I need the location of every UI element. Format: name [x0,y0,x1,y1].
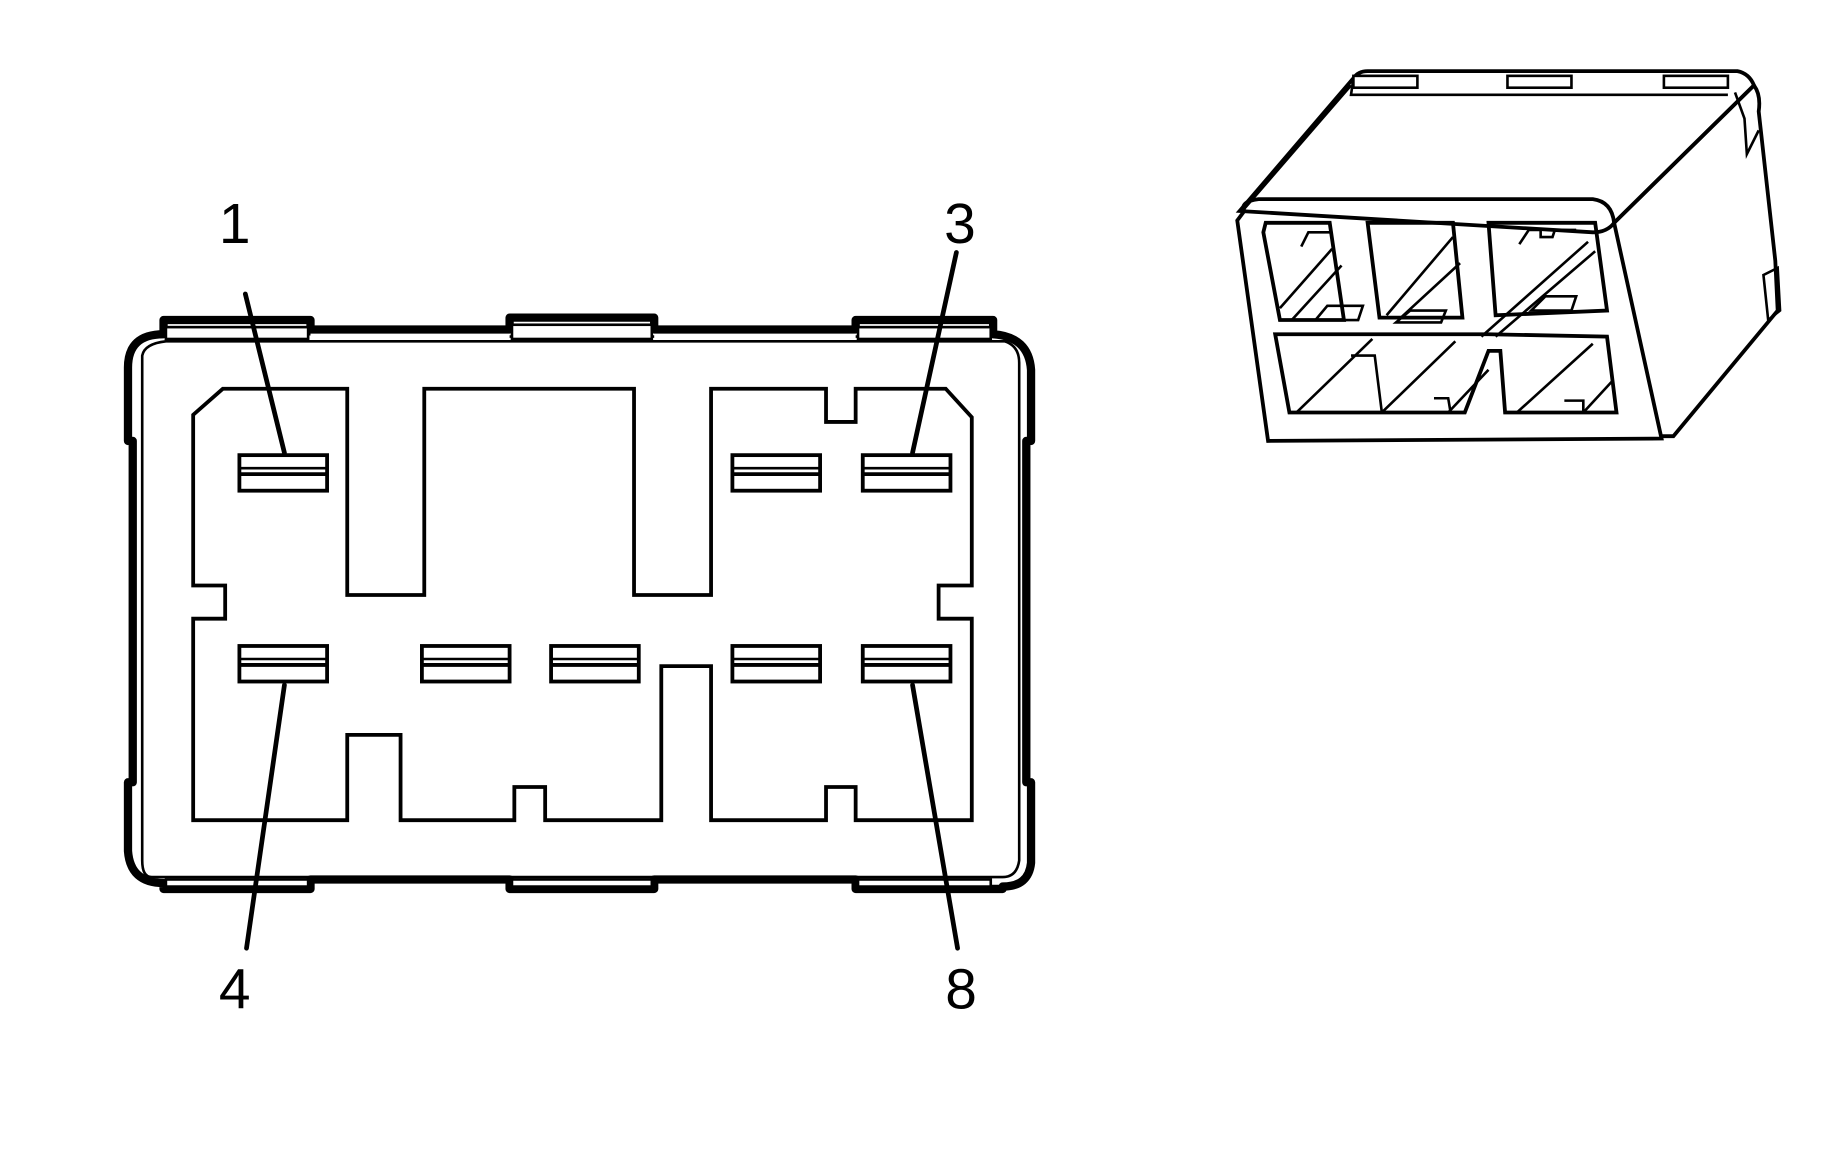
callout-leader-4 [244,682,287,951]
terminal-4 [237,644,329,684]
callout-label-8: 8 [945,959,977,1022]
callout-leader-8 [910,682,960,951]
top-tab-right [856,325,993,341]
callout-leader-1 [242,291,287,456]
terminal-1 [237,453,329,493]
callout-label-1: 1 [219,193,251,256]
callout-leader-3 [910,250,959,456]
iso-top-face [1235,69,1757,235]
cavity-outline [191,386,974,823]
iso-side-face [1612,82,1780,439]
terminal-7 [730,644,822,684]
iso-cavity-top-right [1486,220,1610,318]
terminal-2 [730,453,822,493]
top-tab-center [510,323,654,341]
callout-label-4: 4 [219,959,251,1022]
iso-tab-3 [1662,74,1730,90]
iso-cavity-top-left [1261,220,1347,322]
iso-internal-ribs [1278,228,1613,414]
terminal-3 [860,453,953,493]
iso-front-frame [1235,197,1664,443]
connector-iso-view [1235,69,1782,443]
housing-outer [123,313,1036,894]
top-tab-left [164,325,310,341]
terminal-row-bottom [237,644,953,684]
terminal-row-top [237,453,953,493]
bottom-tab-left [164,878,310,888]
callout-label-3: 3 [944,193,976,256]
iso-tab-1 [1352,74,1419,90]
iso-tab-2 [1506,74,1573,90]
connector-face-view: 1 3 4 8 [123,193,1036,1022]
terminal-5 [420,644,512,684]
terminal-6 [549,644,641,684]
iso-cavity-top-mid [1365,220,1465,320]
bottom-tab-right [856,878,993,888]
bottom-tab-center [510,878,654,888]
terminal-8 [860,644,953,684]
